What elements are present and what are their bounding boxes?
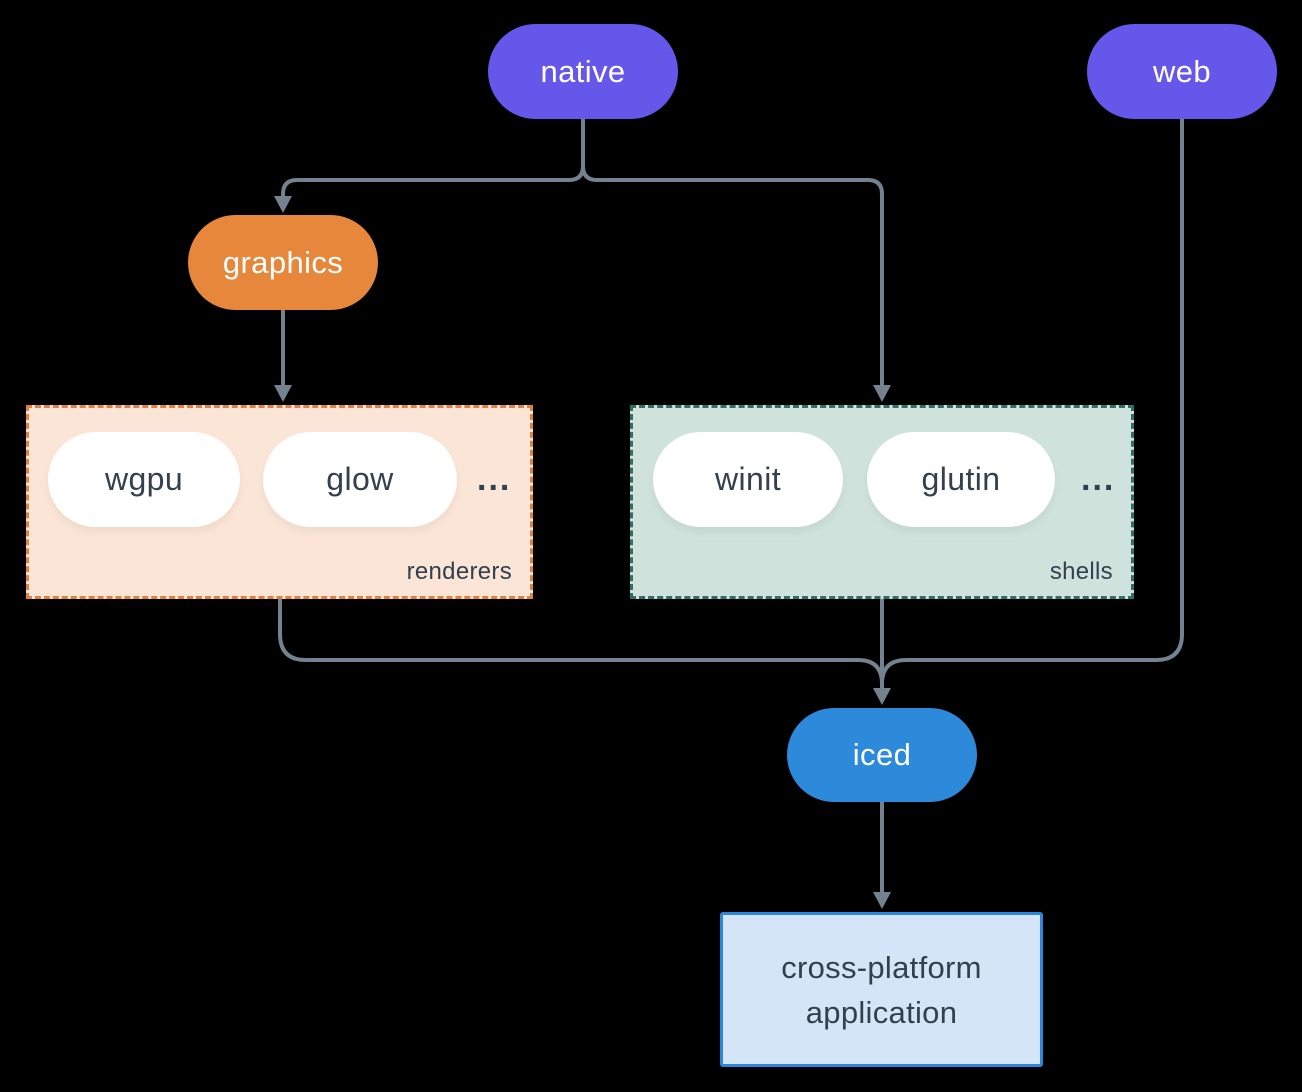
renderers-group-label: renderers [406, 558, 512, 585]
renderers-ellipsis: ... [477, 460, 512, 498]
group-renderers: wgpu glow ... renderers [26, 405, 533, 599]
node-iced-label: iced [852, 737, 912, 772]
node-glow-label: glow [326, 461, 394, 497]
node-web: web [1087, 24, 1277, 119]
node-web-label: web [1152, 53, 1212, 89]
edge-native-to-shells [581, 119, 884, 386]
node-glutin-label: glutin [921, 461, 1001, 497]
node-glow: glow [263, 432, 457, 527]
group-shells: winit glutin ... shells [630, 405, 1134, 599]
shells-ellipsis: ... [1081, 460, 1116, 498]
node-wgpu: wgpu [48, 432, 240, 527]
node-graphics: graphics [188, 215, 378, 310]
edges [278, 119, 1184, 893]
arrowheads [274, 196, 891, 909]
node-winit-label: winit [714, 461, 781, 497]
node-winit: winit [653, 432, 843, 527]
application-label-line1: cross-platform [781, 949, 982, 985]
arrow-down-icon [873, 892, 891, 909]
edge-renderers-to-iced [278, 599, 884, 685]
node-native: native [488, 24, 678, 119]
application-label-line2: application [805, 994, 958, 1030]
arrow-down-icon [274, 385, 292, 402]
node-wgpu-label: wgpu [104, 461, 184, 497]
edge-web-to-iced [880, 119, 1184, 685]
arrow-down-icon [873, 385, 891, 402]
node-glutin: glutin [867, 432, 1055, 527]
node-graphics-label: graphics [222, 244, 344, 280]
node-cross-platform-application: cross-platform application [720, 912, 1043, 1067]
arrow-down-icon [873, 688, 891, 705]
arrow-down-icon [274, 196, 292, 213]
node-iced: iced [787, 708, 977, 802]
shells-group-label: shells [1049, 558, 1113, 585]
node-native-label: native [540, 53, 626, 89]
edge-native-to-graphics [281, 119, 585, 197]
